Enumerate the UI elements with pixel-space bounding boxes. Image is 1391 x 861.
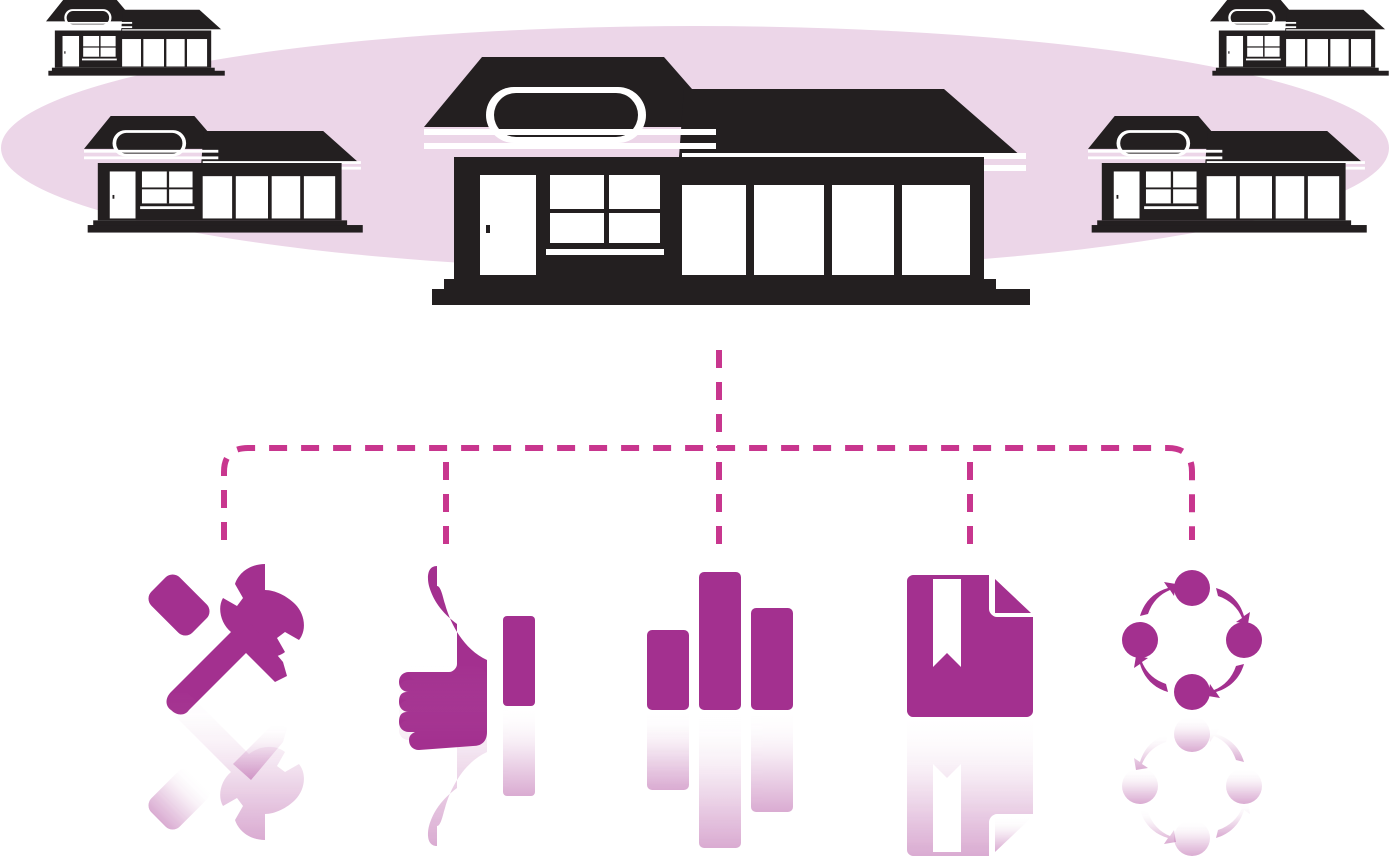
satellite-store-left xyxy=(84,116,363,233)
satellite-store-top-left xyxy=(46,0,225,76)
connector-bus xyxy=(221,445,1195,540)
satellite-store-top-right xyxy=(1210,0,1389,76)
cycle-icon xyxy=(1122,570,1262,710)
central-store xyxy=(424,57,1030,305)
connector-lines xyxy=(221,350,1195,548)
bookmark-document-icon xyxy=(907,575,1033,717)
tools-icon xyxy=(144,564,304,715)
satellite-store-right xyxy=(1088,116,1367,233)
bar-chart-icon xyxy=(647,572,793,710)
